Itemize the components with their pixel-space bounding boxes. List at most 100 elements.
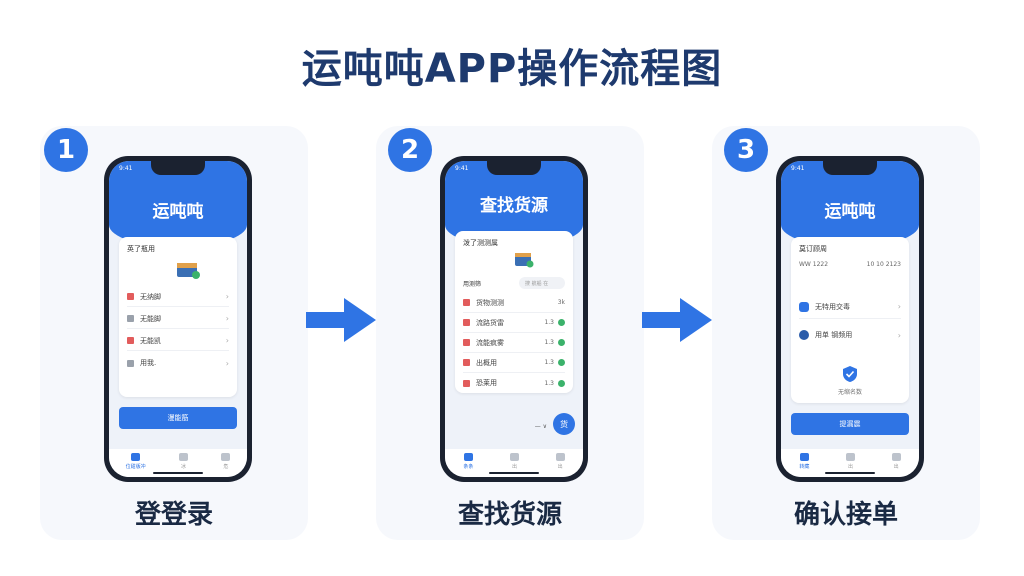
cargo-icon	[463, 359, 470, 366]
check-icon	[558, 379, 565, 387]
app-header-title: 运吨吨	[824, 202, 876, 222]
tab-home[interactable]: 转藏	[799, 452, 810, 470]
home-icon	[799, 452, 809, 461]
phone-search-cargo: 9:41 查找货源 泼了测测属 用测筛 搜 航船 在 货物测测 3k 流路货雷 …	[440, 156, 588, 482]
table-row[interactable]: 流能疯雾 1.3	[463, 333, 565, 353]
table-row[interactable]: 出概用 1.3	[463, 353, 565, 373]
check-icon	[558, 319, 565, 326]
phone-screen: 9:41 运吨吨 英了瓶用 无纳脚 › 无能脚 › 无能凯	[109, 161, 247, 477]
card-heading: 泼了测测属	[463, 239, 498, 247]
list-item[interactable]: 用单 钢频用 ›	[799, 323, 901, 347]
tab-bar: 位甜版冲 冰 危	[109, 449, 247, 477]
list-item-icon	[127, 359, 134, 367]
phone-screen: 9:41 查找货源 泼了测测属 用测筛 搜 航船 在 货物测测 3k 流路货雷 …	[445, 161, 583, 477]
cargo-icon	[463, 339, 470, 346]
list-item[interactable]: 无特用交毒 ›	[799, 295, 901, 319]
cargo-value: 1.3	[544, 319, 554, 326]
login-card: 英了瓶用 无纳脚 › 无能脚 › 无能凯 ›	[119, 237, 237, 397]
box-icon	[515, 253, 534, 268]
truck-icon	[799, 301, 809, 312]
cargo-label: 货物测测	[476, 298, 504, 307]
home-icon	[131, 452, 141, 461]
list-item-icon	[127, 315, 134, 322]
cargo-fab-button[interactable]: 货	[553, 413, 575, 435]
user-icon	[221, 452, 231, 461]
chevron-right-icon: ›	[897, 330, 901, 340]
order-info-right: 10 10 2123	[866, 261, 901, 268]
table-row[interactable]: 流路货雷 1.3	[463, 313, 565, 333]
cargo-value: 1.3	[544, 379, 554, 387]
list-item[interactable]: 无能凯 ›	[127, 331, 229, 351]
tab-label: 冰	[180, 463, 186, 470]
cargo-label: 流能疯雾	[476, 338, 504, 347]
app-header: 运吨吨	[781, 161, 919, 247]
list-item[interactable]: 用我. ›	[127, 353, 229, 373]
list-item-icon	[127, 337, 134, 344]
tab-home[interactable]: 条条	[463, 452, 474, 470]
cargo-label: 流路货雷	[476, 318, 504, 327]
tab-orders[interactable]: 出	[510, 452, 519, 470]
phone-notch	[487, 161, 541, 175]
tab-profile[interactable]: 出	[891, 452, 901, 470]
document-icon	[179, 452, 188, 461]
status-bar: 9:41	[791, 165, 805, 172]
home-indicator	[153, 472, 203, 474]
tab-label: 条条	[463, 463, 474, 470]
list-item-icon	[127, 293, 134, 300]
home-indicator	[489, 472, 539, 474]
chevron-right-icon: ›	[225, 336, 229, 345]
card-heading: 莫订顾周	[799, 245, 827, 253]
status-bar: 9:41	[119, 165, 133, 172]
tab-label: 转藏	[799, 463, 810, 470]
list-item-label: 用我.	[140, 359, 157, 367]
phone-notch	[823, 161, 877, 175]
list-item[interactable]: 无能脚 ›	[127, 309, 229, 329]
step-3-label: 确认接单	[793, 500, 898, 530]
tab-profile[interactable]: 出	[555, 452, 565, 470]
confirm-order-button[interactable]: 提漏震	[791, 413, 909, 435]
list-item[interactable]: 无纳脚 ›	[127, 287, 229, 307]
phone-notch	[151, 161, 205, 175]
tab-home[interactable]: 位甜版冲	[125, 452, 146, 470]
step-2-badge: 2	[388, 128, 432, 172]
phone-confirm-order: 9:41 运吨吨 莫订顾周 WW 1222 10 10 2123 无特用交毒 ›…	[776, 156, 924, 482]
document-icon	[846, 452, 855, 461]
search-input[interactable]: 搜 航船 在	[519, 277, 565, 289]
order-card: 莫订顾周 WW 1222 10 10 2123 无特用交毒 › 用单 钢频用 ›…	[791, 237, 909, 403]
table-row[interactable]: 恐莱用 1.3	[463, 373, 565, 393]
home-indicator	[825, 472, 875, 474]
list-item-label: 无能脚	[140, 314, 161, 323]
tab-label: 位甜版冲	[125, 463, 146, 470]
cargo-value: 1.3	[544, 359, 554, 366]
login-button[interactable]: 漫能筋	[119, 407, 237, 429]
tab-label: 出	[557, 463, 563, 470]
cargo-label: 出概用	[476, 358, 497, 367]
tab-orders[interactable]: 出	[846, 452, 855, 470]
status-bar: 9:41	[455, 165, 469, 172]
list-item-label: 无能凯	[140, 336, 161, 345]
avatar	[799, 330, 809, 340]
chevron-right-icon: ›	[225, 314, 229, 323]
tab-label: 出	[893, 463, 899, 470]
phone-screen: 9:41 运吨吨 莫订顾周 WW 1222 10 10 2123 无特用交毒 ›…	[781, 161, 919, 477]
user-icon	[891, 452, 901, 461]
tab-orders[interactable]: 冰	[179, 452, 188, 470]
arrow-right-icon	[306, 298, 376, 342]
table-row[interactable]: 货物测测 3k	[463, 293, 565, 313]
chevron-right-icon: ›	[225, 358, 229, 368]
step-1-badge: 1	[44, 128, 88, 172]
cargo-value: 3k	[557, 299, 565, 306]
list-item-label: 无特用交毒	[815, 302, 850, 311]
step-1-label: 登登录	[134, 500, 213, 530]
box-icon	[177, 263, 200, 279]
filter-label: 用测筛	[463, 281, 482, 288]
app-header-title: 运吨吨	[152, 202, 204, 222]
tab-profile[interactable]: 危	[221, 452, 231, 470]
sort-dropdown[interactable]: — ∨	[534, 423, 547, 430]
cargo-icon	[463, 379, 470, 387]
cargo-icon	[463, 319, 470, 326]
tab-label: 出	[511, 463, 517, 470]
document-icon	[510, 452, 519, 461]
cargo-label: 恐莱用	[476, 379, 497, 387]
card-heading: 英了瓶用	[127, 245, 155, 253]
